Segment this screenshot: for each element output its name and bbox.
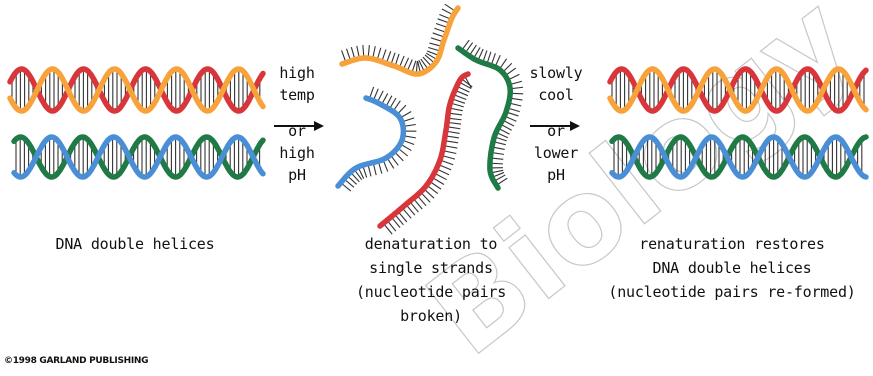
caption-right: renaturation restores DNA double helices…: [596, 234, 868, 302]
caption-line: DNA double helices: [55, 235, 215, 253]
right-helix-orange-red: [607, 66, 869, 114]
single-strands: [335, 3, 524, 235]
condition-line: slowly: [529, 64, 583, 82]
condition-line: pH: [288, 166, 306, 184]
caption-line: (nucleotide pairs re-formed): [608, 283, 856, 301]
condition-line: high: [279, 64, 315, 82]
left-helix-blue-green: [11, 134, 266, 180]
condition-line: cool: [538, 86, 574, 104]
caption-line: denaturation to: [364, 235, 498, 253]
caption-line: renaturation restores: [639, 235, 825, 253]
denature-arrow-head: [314, 121, 324, 131]
arrows: [274, 121, 580, 131]
caption-line: (nucleotide pairs: [355, 283, 507, 301]
single-strand: [335, 95, 407, 189]
caption-left: DNA double helices: [30, 234, 240, 254]
left-helix-orange-red: [7, 66, 266, 114]
single-strand: [455, 45, 513, 191]
condition-line: pH: [547, 166, 565, 184]
condition-line: or: [547, 122, 565, 140]
single-strand: [377, 71, 471, 229]
backbone-strand: [609, 134, 869, 180]
backbone-strand: [11, 134, 266, 180]
renature-arrow-head: [570, 121, 580, 131]
condition-line: lower: [533, 144, 579, 162]
backbone-strand: [609, 134, 869, 180]
denature-conditions: high temp or high pH: [268, 62, 326, 186]
caption-line: broken): [400, 307, 462, 325]
condition-line: high: [279, 144, 315, 162]
right-helix-blue-green: [609, 134, 869, 180]
backbone-strand: [607, 66, 869, 114]
condition-line: or: [288, 122, 306, 140]
renature-conditions: slowly cool or lower pH: [520, 62, 592, 186]
copyright-notice: ©1998 GARLAND PUBLISHING: [4, 356, 149, 366]
condition-line: temp: [279, 86, 315, 104]
backbone-strand: [7, 66, 266, 114]
backbone-strand: [7, 66, 266, 114]
single-strand: [339, 5, 461, 77]
caption-middle: denaturation to single strands (nucleoti…: [336, 234, 526, 326]
caption-line: single strands: [369, 259, 493, 277]
caption-line: DNA double helices: [652, 259, 812, 277]
